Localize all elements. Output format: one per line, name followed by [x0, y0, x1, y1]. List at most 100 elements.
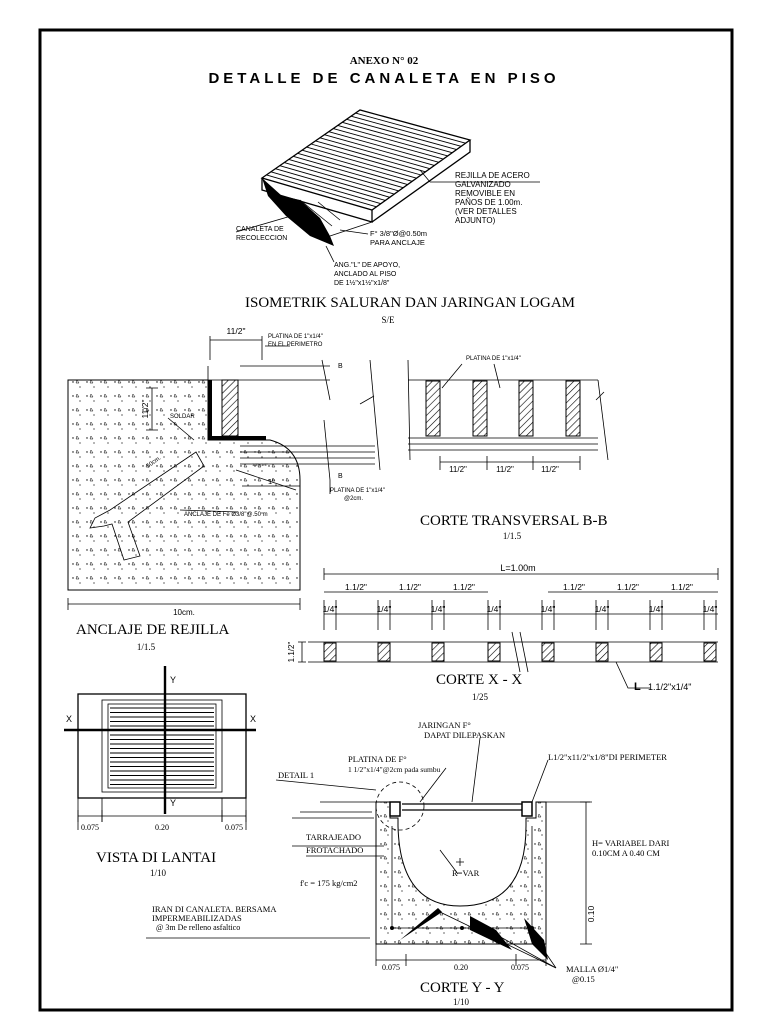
xx-thickness: 1/4": [431, 604, 446, 614]
grating-bar: [306, 146, 417, 179]
iso-note-grating: REJILLA DE ACERO: [455, 171, 530, 180]
xx-spacing: 1.1/2": [563, 582, 585, 592]
yy-malla: MALLA Ø1/4": [566, 964, 618, 974]
corte-xx-drawing: [298, 568, 719, 689]
grating-bar: [284, 162, 395, 195]
yy-fc: f'c = 175 kg/cm2: [300, 878, 358, 888]
grating-bar: [350, 115, 462, 147]
iso-note-grating: ADJUNTO): [455, 216, 496, 225]
yy-dim: 0.20: [454, 963, 468, 972]
grating-bar: [319, 137, 431, 170]
yy-title: CORTE Y - Y: [420, 980, 505, 996]
platina-bar: [649, 642, 663, 662]
xx-spacing: 1.1/2": [345, 582, 367, 592]
platina-bar: [323, 642, 337, 662]
grating-bar: [279, 165, 390, 198]
yy-jaringan: DAPAT DILEPASKAN: [424, 730, 505, 740]
corte-yy-drawing: [146, 737, 592, 969]
xx-length: L=1.00m: [500, 563, 535, 573]
iso-note-grating: (VER DETALLES: [455, 207, 517, 216]
bb-dim: 11/2": [496, 465, 514, 474]
section-mark-b: B: [338, 363, 343, 370]
anclaje-dim-1in: 1": [268, 477, 275, 486]
anclaje-small-note: 1/4"x1/4": [252, 462, 269, 467]
platina-bar: [487, 642, 501, 662]
anclaje-solder: SOLDAR: [170, 414, 195, 420]
yy-iran: IMPERMEABILIZADAS: [152, 913, 242, 923]
grating-bar: [297, 152, 408, 185]
isometric-drawing: [260, 109, 540, 246]
yy-frotachado: FROTACHADO: [306, 845, 363, 855]
annex-label: ANEXO N° 02: [350, 55, 419, 67]
yy-tarrajeado: TARRAJEADO: [306, 832, 361, 842]
yy-perimeter: L1/2"x11/2"x1/8"DI PERIMETER: [548, 752, 667, 762]
vista-mark-y: Y: [170, 675, 176, 685]
iso-note-anchor: F° 3/8"Ø@0.50m: [370, 229, 427, 238]
grating-bar: [355, 112, 466, 144]
grating-bar: [328, 131, 439, 163]
anclaje-drawing: [67, 336, 381, 610]
anclaje-platina-bottom: PLATINA DE 1"x1/4": [330, 488, 385, 494]
xx-spacing: 1.1/2": [671, 582, 693, 592]
yy-detail: DETAIL 1: [278, 770, 314, 780]
yy-radius: R=VAR: [452, 868, 480, 878]
bb-platina-note: PLATINA DE 1"x1/4": [466, 356, 521, 362]
bb-dim: 11/2": [541, 465, 559, 474]
iso-note-channel: RECOLECCION: [236, 235, 287, 242]
grating-bar: [337, 125, 448, 157]
yy-height-note: H= VARIABEL DARI: [592, 838, 670, 848]
iso-note-grating: GALVANIZADO: [455, 180, 511, 189]
grating-bar: [288, 159, 399, 192]
yy-dim: 0.075: [511, 963, 529, 972]
anclaje-platina-top: PLATINA DE 1"x1/4": [268, 334, 323, 340]
vista-mark-y: Y: [170, 798, 176, 808]
anclaje-dim-top: 11/2": [227, 326, 246, 336]
iso-note-angle: ANG."L" DE APOYO,: [334, 262, 400, 269]
vista-title: VISTA DI LANTAI: [96, 850, 216, 866]
yy-platina: 1 1/2"x1/4"@2cm pada sumbu: [348, 765, 441, 774]
xx-thickness: 1/4": [487, 604, 502, 614]
yy-iran: IRAN DI CANALETA. BERSAMA: [152, 904, 277, 914]
xx-scale: 1/25: [472, 692, 489, 702]
anclaje-anchor-note: ANCLAJE DE Fe Ø3/8"@.50 m: [184, 512, 268, 518]
yy-base: 0.10: [586, 905, 596, 922]
iso-note-angle: ANCLADO AL PISO: [334, 271, 397, 278]
sheet-border: [38, 28, 734, 1012]
iso-scale: S/E: [381, 315, 395, 325]
sheet-title: DETALLE DE CANALETA EN PISO: [208, 70, 559, 87]
grating-bar: [324, 134, 435, 166]
grating-bar: [301, 149, 413, 182]
yy-jaringan: JARINGAN F°: [418, 720, 471, 730]
anclaje-platina-top: EN EL PERIMETRO: [268, 342, 323, 348]
grating-bar: [293, 155, 404, 189]
xx-thickness: 1/4": [323, 604, 338, 614]
platina-bar: [541, 642, 555, 662]
bb-title: CORTE TRANSVERSAL B-B: [420, 513, 607, 529]
grating-bar: [342, 121, 453, 154]
xx-angle-symbol: L: [634, 681, 641, 693]
vista-mark-x: X: [66, 714, 72, 724]
anclaje-dim-side: 11/2": [140, 400, 150, 419]
bb-scale: 1/1.5: [503, 531, 522, 541]
xx-angle-note: 1.1/2"x1/4": [648, 682, 691, 692]
grating-bar: [346, 118, 457, 150]
section-mark-b: B: [338, 473, 343, 480]
anclaje-title: ANCLAJE DE REJILLA: [76, 622, 229, 638]
grating-bar: [333, 128, 444, 160]
xx-spacing: 1.1/2": [617, 582, 639, 592]
grating-bar: [310, 143, 422, 176]
platina-bar: [703, 642, 717, 662]
corte-bb-drawing: [407, 359, 609, 470]
grating-bar: [275, 168, 386, 201]
vista-dim: 0.20: [155, 823, 169, 832]
grating-bar: [315, 140, 426, 173]
platina-bar: [431, 642, 445, 662]
iso-note-channel: CANALETA DE: [236, 226, 284, 233]
vista-mark-x: X: [250, 714, 256, 724]
xx-title: CORTE X - X: [436, 672, 522, 688]
platina-bar: [595, 642, 609, 662]
yy-dim: 0.075: [382, 963, 400, 972]
iso-note-anchor: PARA ANCLAJE: [370, 238, 425, 247]
iso-title: ISOMETRIK SALURAN DAN JARINGAN LOGAM: [245, 295, 575, 311]
anclaje-platina-bottom: @2cm.: [344, 496, 363, 502]
